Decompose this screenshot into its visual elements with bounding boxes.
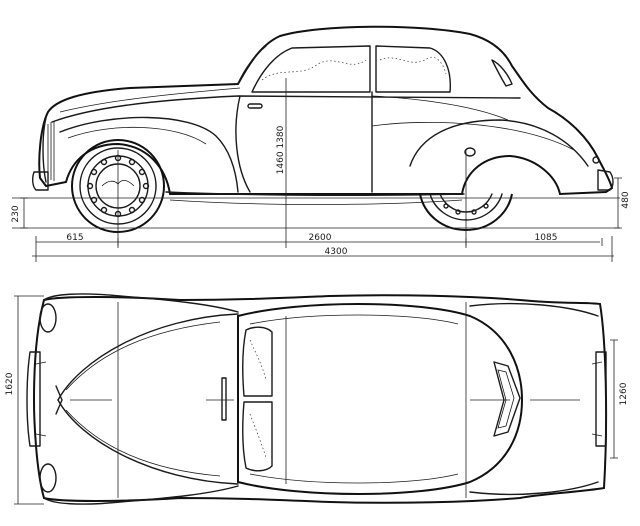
overall-length-label: 4300 [325, 247, 348, 257]
side-fuel-cap [464, 147, 476, 157]
top-rear-bumper-guards [591, 361, 603, 437]
side-beltline [51, 95, 521, 123]
top-windshield-bar [221, 377, 227, 421]
top-hood-line-lower [57, 399, 239, 485]
overall-width-label: 1620 [5, 372, 15, 395]
rear-track-label: 1260 [619, 382, 629, 405]
rear-overhang-height-label: 480 [621, 191, 631, 208]
top-roof-inner [249, 314, 459, 484]
top-rear-window-inner [497, 369, 515, 429]
side-quarter-window [491, 59, 513, 87]
side-windshield [237, 45, 267, 85]
top-headlamp-left [39, 303, 57, 333]
side-tail-lamp [592, 156, 600, 164]
side-front-fender-sweep [59, 116, 239, 193]
side-grille [42, 117, 47, 183]
top-front-fender-right [43, 485, 239, 505]
side-body-outline [38, 25, 614, 196]
side-hood-line [59, 87, 241, 113]
front-overhang-label: 615 [66, 233, 83, 243]
top-front-bumper [26, 351, 41, 447]
top-hood-ornament [55, 385, 63, 415]
top-track-dim [610, 339, 618, 459]
top-hood-inner-upper [65, 321, 221, 391]
wheelbase-label: 2600 [309, 233, 332, 243]
top-front-fender-left [43, 293, 239, 313]
top-headlamp-right [39, 463, 57, 493]
side-grille-slats [47, 121, 55, 181]
rear-overhang-label: 1085 [535, 233, 558, 243]
top-rear-window [493, 361, 521, 437]
side-door-handle [247, 103, 263, 109]
side-front-bumper [31, 171, 49, 191]
top-rear-bumper [595, 351, 607, 447]
door-height-label: 1460 1380 [276, 125, 286, 174]
side-rear-door-seam [371, 95, 509, 121]
side-rear-bumper [597, 169, 614, 191]
top-hood-inner-lower [65, 409, 221, 477]
top-roof-outline [237, 303, 524, 495]
side-rear-fender-bulge [409, 119, 589, 167]
side-view [12, 25, 622, 262]
side-sill-lower [169, 199, 463, 205]
top-view [14, 293, 618, 505]
ground-clearance-label: 230 [11, 205, 21, 222]
top-rear-fender-left [469, 302, 599, 317]
side-rear-window [375, 45, 451, 93]
top-windshield-right [241, 401, 273, 472]
top-width-dim [14, 295, 44, 505]
side-rear-fender-trim [371, 121, 575, 151]
top-windshield-curtain [249, 339, 267, 459]
top-windshield-left [241, 326, 273, 397]
side-front-window [251, 45, 371, 93]
top-bumper-guards [35, 361, 47, 437]
side-front-door [235, 91, 373, 193]
side-rear-height-dim [614, 177, 622, 229]
side-clearance-dim [20, 197, 28, 229]
side-window-curtain [261, 56, 447, 81]
side-dim-ticks [35, 236, 613, 262]
side-front-fender-inner [67, 126, 207, 145]
top-rear-fender-right [469, 481, 599, 496]
top-hood-line-upper [57, 313, 239, 401]
